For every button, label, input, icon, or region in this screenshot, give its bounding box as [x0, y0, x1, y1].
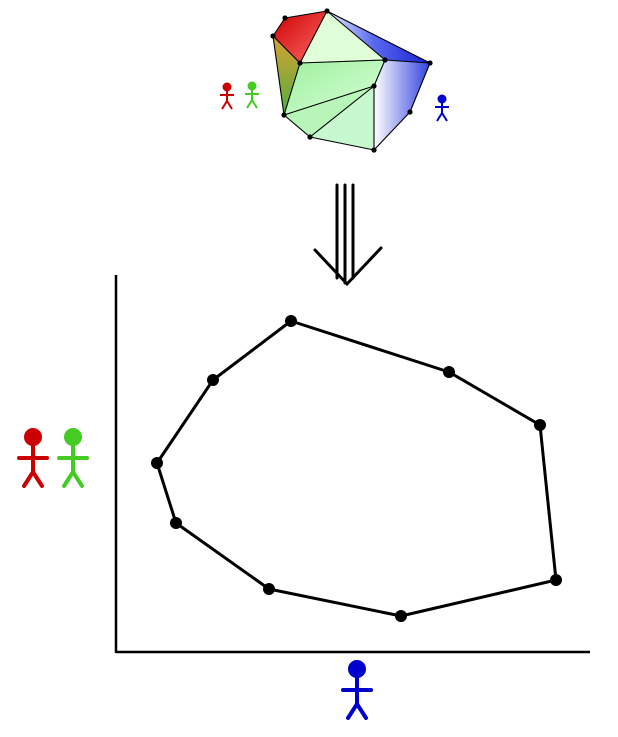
stick-figure-red-small-icon — [220, 82, 234, 110]
polygon-vertex — [285, 315, 297, 327]
polytope-vertex — [282, 15, 288, 21]
polygon-vertex — [263, 583, 275, 595]
polytope-vertex — [297, 60, 303, 66]
polytope-vertex — [371, 83, 377, 89]
stick-figure-red-large-icon — [17, 428, 49, 488]
polygon-vertex — [170, 517, 182, 529]
polytope-face-front — [310, 86, 374, 150]
polytope-vertex — [382, 57, 388, 63]
projection-axes — [114, 275, 590, 654]
polytope-face-green-b — [284, 86, 374, 137]
polytope-face-top — [300, 11, 385, 63]
polygon-vertex — [534, 419, 546, 431]
polytope-face-green-a — [284, 60, 385, 115]
polytope-vertex — [324, 8, 330, 14]
down-arrow-icon — [313, 183, 383, 287]
polygon-vertex — [207, 374, 219, 386]
stick-figure-blue-small-icon — [435, 94, 449, 122]
3d-polytope — [270, 8, 433, 153]
projected-polygon — [151, 315, 562, 622]
polygon-outline — [155, 319, 558, 618]
polygon-vertex — [443, 366, 455, 378]
stick-figure-green-large-icon — [57, 428, 89, 488]
polytope-vertex — [407, 109, 413, 115]
stick-figure-blue-large-icon — [341, 660, 373, 720]
polytope-face-right — [374, 60, 430, 150]
polytope-vertex — [281, 112, 287, 118]
polygon-vertex — [550, 574, 562, 586]
polytope-vertex — [371, 147, 377, 153]
polytope-edges — [272, 10, 431, 151]
polytope-face-side — [273, 36, 300, 115]
polytope-vertex — [427, 60, 433, 66]
polytope-vertex — [270, 33, 276, 39]
polytope-vertex — [307, 134, 313, 140]
polytope-vertices — [270, 8, 433, 153]
polytope-face-red — [273, 11, 327, 63]
polygon-vertex — [151, 457, 163, 469]
polygon-vertex — [395, 610, 407, 622]
stick-figure-green-small-icon — [245, 81, 259, 109]
